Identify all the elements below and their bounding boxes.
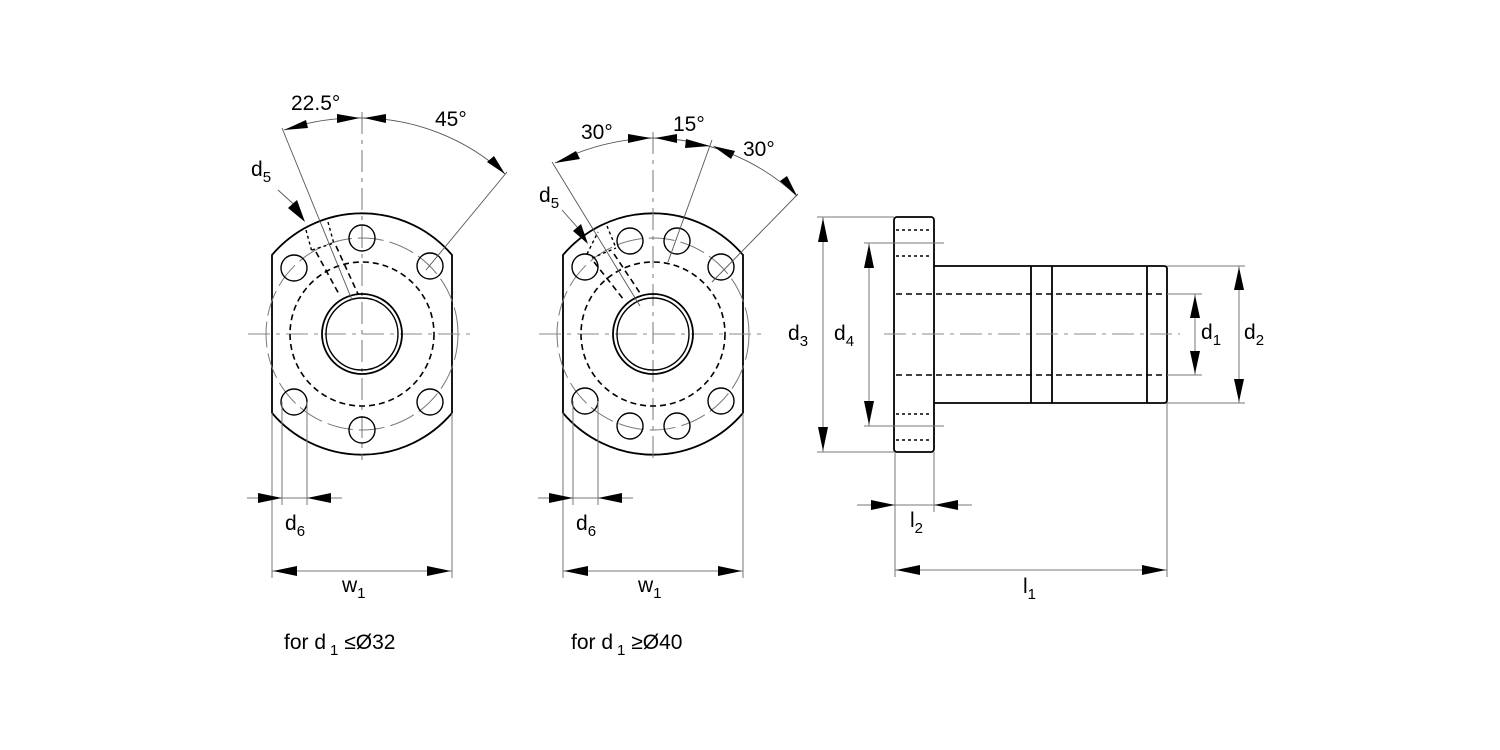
arrowhead [864,401,874,425]
arrowhead [818,218,828,242]
arrowhead [685,139,710,148]
arrowhead [871,500,895,510]
d2-label: d2 [1244,321,1264,349]
bolt-hole [616,412,644,440]
arrowhead [1234,267,1244,290]
angle-label-30-left: 30° [581,121,613,144]
arrowhead [1190,295,1200,318]
arrowhead [258,493,282,503]
bore-inner [616,297,690,371]
l2-label: l2 [910,509,923,537]
bolt-hole [571,387,599,415]
bolt-hole [616,227,644,255]
arrowhead [307,493,331,503]
bolt-circle [265,237,459,431]
bolt-hole [280,254,308,282]
side-view: d3 d4 d1 d2 l2 l1 [788,216,1264,603]
bore-inner [325,297,399,371]
d1-label: d1 [1201,321,1221,349]
d3-label: d3 [788,322,808,350]
angle-ref-line-15 [667,139,713,263]
arrowhead [598,493,622,503]
angle-label-22-5: 22.5° [291,92,340,115]
d6-label: d6 [285,512,305,540]
arrowhead [273,566,297,576]
arrowhead [288,200,305,222]
bolt-hole [416,252,444,280]
arrowhead [337,114,360,123]
angle-arc-45 [361,117,506,175]
w1-label: w1 [637,574,662,602]
arrowhead [713,146,735,159]
bolt-hole [348,224,376,252]
arrowhead [1234,379,1244,402]
bolt-hole [707,253,735,281]
angle-ref-line-30 [551,161,641,307]
angle-label-15: 15° [673,113,705,136]
angle-ref-line-30b [711,193,799,283]
arrowhead [555,151,580,163]
bolt-holes [571,227,735,440]
hidden-diameter-circle [289,261,435,407]
arrowhead [549,493,573,503]
lube-hole-hidden [305,221,359,297]
arrowhead [564,566,588,576]
hidden-diameter-circle [580,261,726,407]
arrowhead [573,224,588,244]
lube-hole-hidden [586,225,643,301]
angle-arc-15-30 [652,137,798,197]
angle-ref-line-45 [425,171,508,271]
bolt-hole [416,388,444,416]
bolt-hole [663,227,691,255]
arrowhead [864,244,874,268]
arrowhead [284,120,308,130]
angle-label-45: 45° [435,108,467,131]
arrowhead [364,114,386,123]
w1-label: w1 [341,574,366,602]
arrowhead [896,565,920,575]
l1-label: l1 [1023,575,1036,603]
arrowhead [628,134,651,143]
arrowhead [818,427,828,451]
bolt-hole [571,253,599,281]
arrowhead [427,566,451,576]
arrowhead [655,134,677,143]
arrowhead [487,156,505,174]
angle-label-30-right: 30° [743,138,775,161]
d4-label: d4 [834,322,854,350]
bolt-hole [663,412,691,440]
bore-outer [321,293,403,375]
d5-leader [561,209,579,229]
arrowhead [934,500,958,510]
angle-ref-line-22-5 [281,127,353,301]
arrowhead [780,176,797,196]
bolt-hole [707,387,735,415]
bore-outer [612,293,694,375]
bolt-circle [556,237,750,431]
bolt-hole [348,416,376,444]
arrowhead [718,566,742,576]
arrowhead [1142,565,1166,575]
arrowhead [1190,351,1200,374]
d6-label: d6 [576,512,596,540]
d5-label: d5 [539,184,559,212]
d5-label: d5 [251,158,271,186]
